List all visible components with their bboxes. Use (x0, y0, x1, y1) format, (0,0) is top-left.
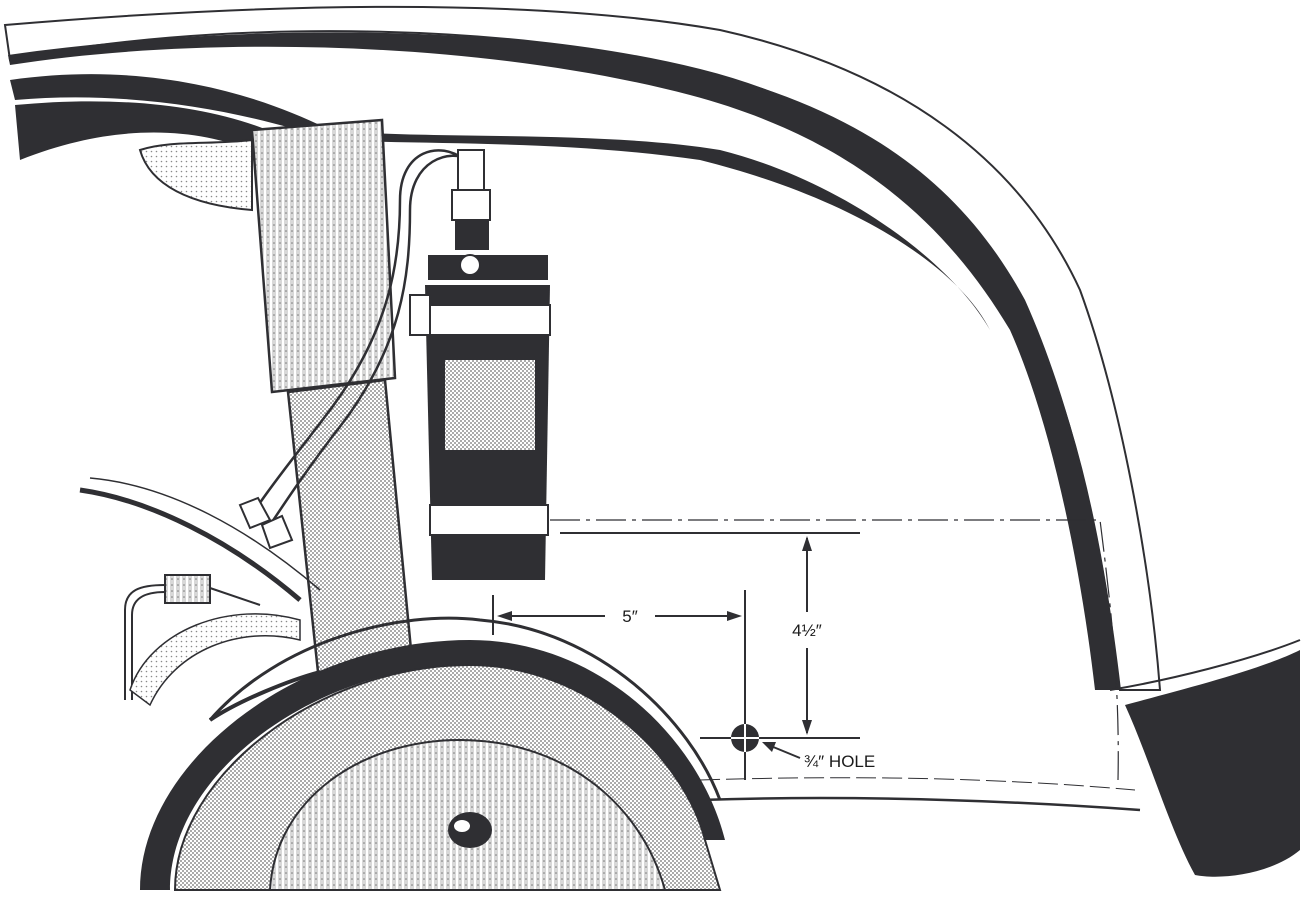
shock-lower-tube (286, 378, 414, 674)
dimension-horizontal: 5″ (492, 595, 742, 635)
rear-corner-dark (1125, 650, 1300, 877)
vertical-dimension-label: 4½″ (792, 621, 822, 640)
wheel-arch-well (129, 613, 301, 707)
panel-lower-line (699, 796, 1141, 812)
ignition-coil (409, 149, 551, 580)
wire-2 (268, 154, 471, 526)
shock-upper-tube (250, 118, 397, 394)
upper-mount (138, 138, 253, 212)
dimension-vertical: 4½″ (560, 532, 860, 735)
connector-2 (260, 514, 294, 550)
panel-crease (550, 519, 1119, 781)
fender-lip (15, 101, 290, 160)
connector-1 (238, 496, 272, 530)
inner-fender-line-2 (89, 477, 321, 591)
brake-fitting (124, 574, 261, 700)
hole-callout-label: ¾″ HOLE (804, 752, 875, 771)
wire-1 (253, 149, 466, 511)
hole-marker: ¾″ HOLE (700, 590, 875, 780)
wheel-arch (208, 616, 722, 801)
rear-corner-outline (1109, 639, 1301, 691)
inner-fender-line (79, 487, 302, 602)
horizontal-dimension-label: 5″ (622, 607, 637, 626)
panel-lower-line-2 (699, 777, 1136, 791)
brake-drum (140, 640, 725, 891)
